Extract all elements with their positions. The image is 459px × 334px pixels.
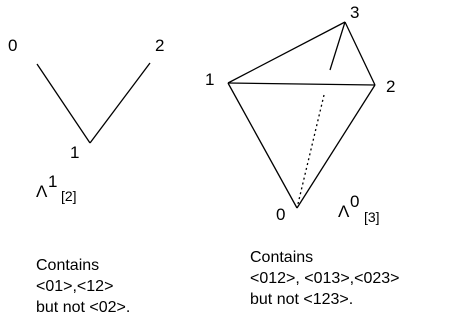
edge-01: [36, 63, 91, 144]
edge-12: [89, 62, 151, 144]
right-horn-notation: Λ 0 [3]: [338, 192, 380, 225]
left-caption: Contains <01>,<12> but not <02>.: [36, 255, 130, 318]
left-vertex-0-label: 0: [8, 36, 17, 55]
right-vertex-3-label: 3: [350, 3, 359, 22]
left-vertex-1-label: 1: [70, 143, 79, 162]
right-horn-figure: [227, 21, 376, 209]
left-horn-figure: [36, 62, 151, 144]
left-horn-notation: Λ 1 [2]: [36, 172, 77, 204]
right-caption-line: <012>, <013>,<023>: [250, 270, 400, 287]
right-caption-line: Contains: [250, 249, 314, 266]
left-caption-line: <01>,<12>: [36, 278, 114, 295]
right-horn-superscript: 0: [350, 192, 359, 211]
left-horn-subscript: [2]: [61, 188, 77, 204]
left-caption-line: Contains: [36, 257, 100, 274]
edge-13: [227, 21, 346, 84]
left-vertex-2-label: 2: [155, 36, 164, 55]
right-horn-subscript: [3]: [364, 209, 380, 225]
left-horn-symbol: Λ: [36, 182, 48, 201]
right-vertex-1-label: 1: [205, 70, 214, 89]
edge-01: [227, 82, 298, 209]
edge-02: [296, 84, 376, 209]
left-caption-line: but not <02>.: [36, 299, 131, 316]
edge-23: [344, 21, 376, 86]
right-horn-symbol: Λ: [338, 202, 350, 221]
right-vertex-2-label: 2: [386, 77, 395, 96]
edge-03-upper: [329, 21, 346, 71]
right-caption: Contains <012>, <013>,<023> but not <123…: [250, 247, 399, 310]
edge-12: [227, 82, 376, 86]
edge-03-hidden: [296, 94, 325, 209]
left-horn-superscript: 1: [48, 172, 57, 191]
right-vertex-0-label: 0: [276, 205, 285, 224]
right-caption-line: but not <123>.: [250, 291, 354, 308]
